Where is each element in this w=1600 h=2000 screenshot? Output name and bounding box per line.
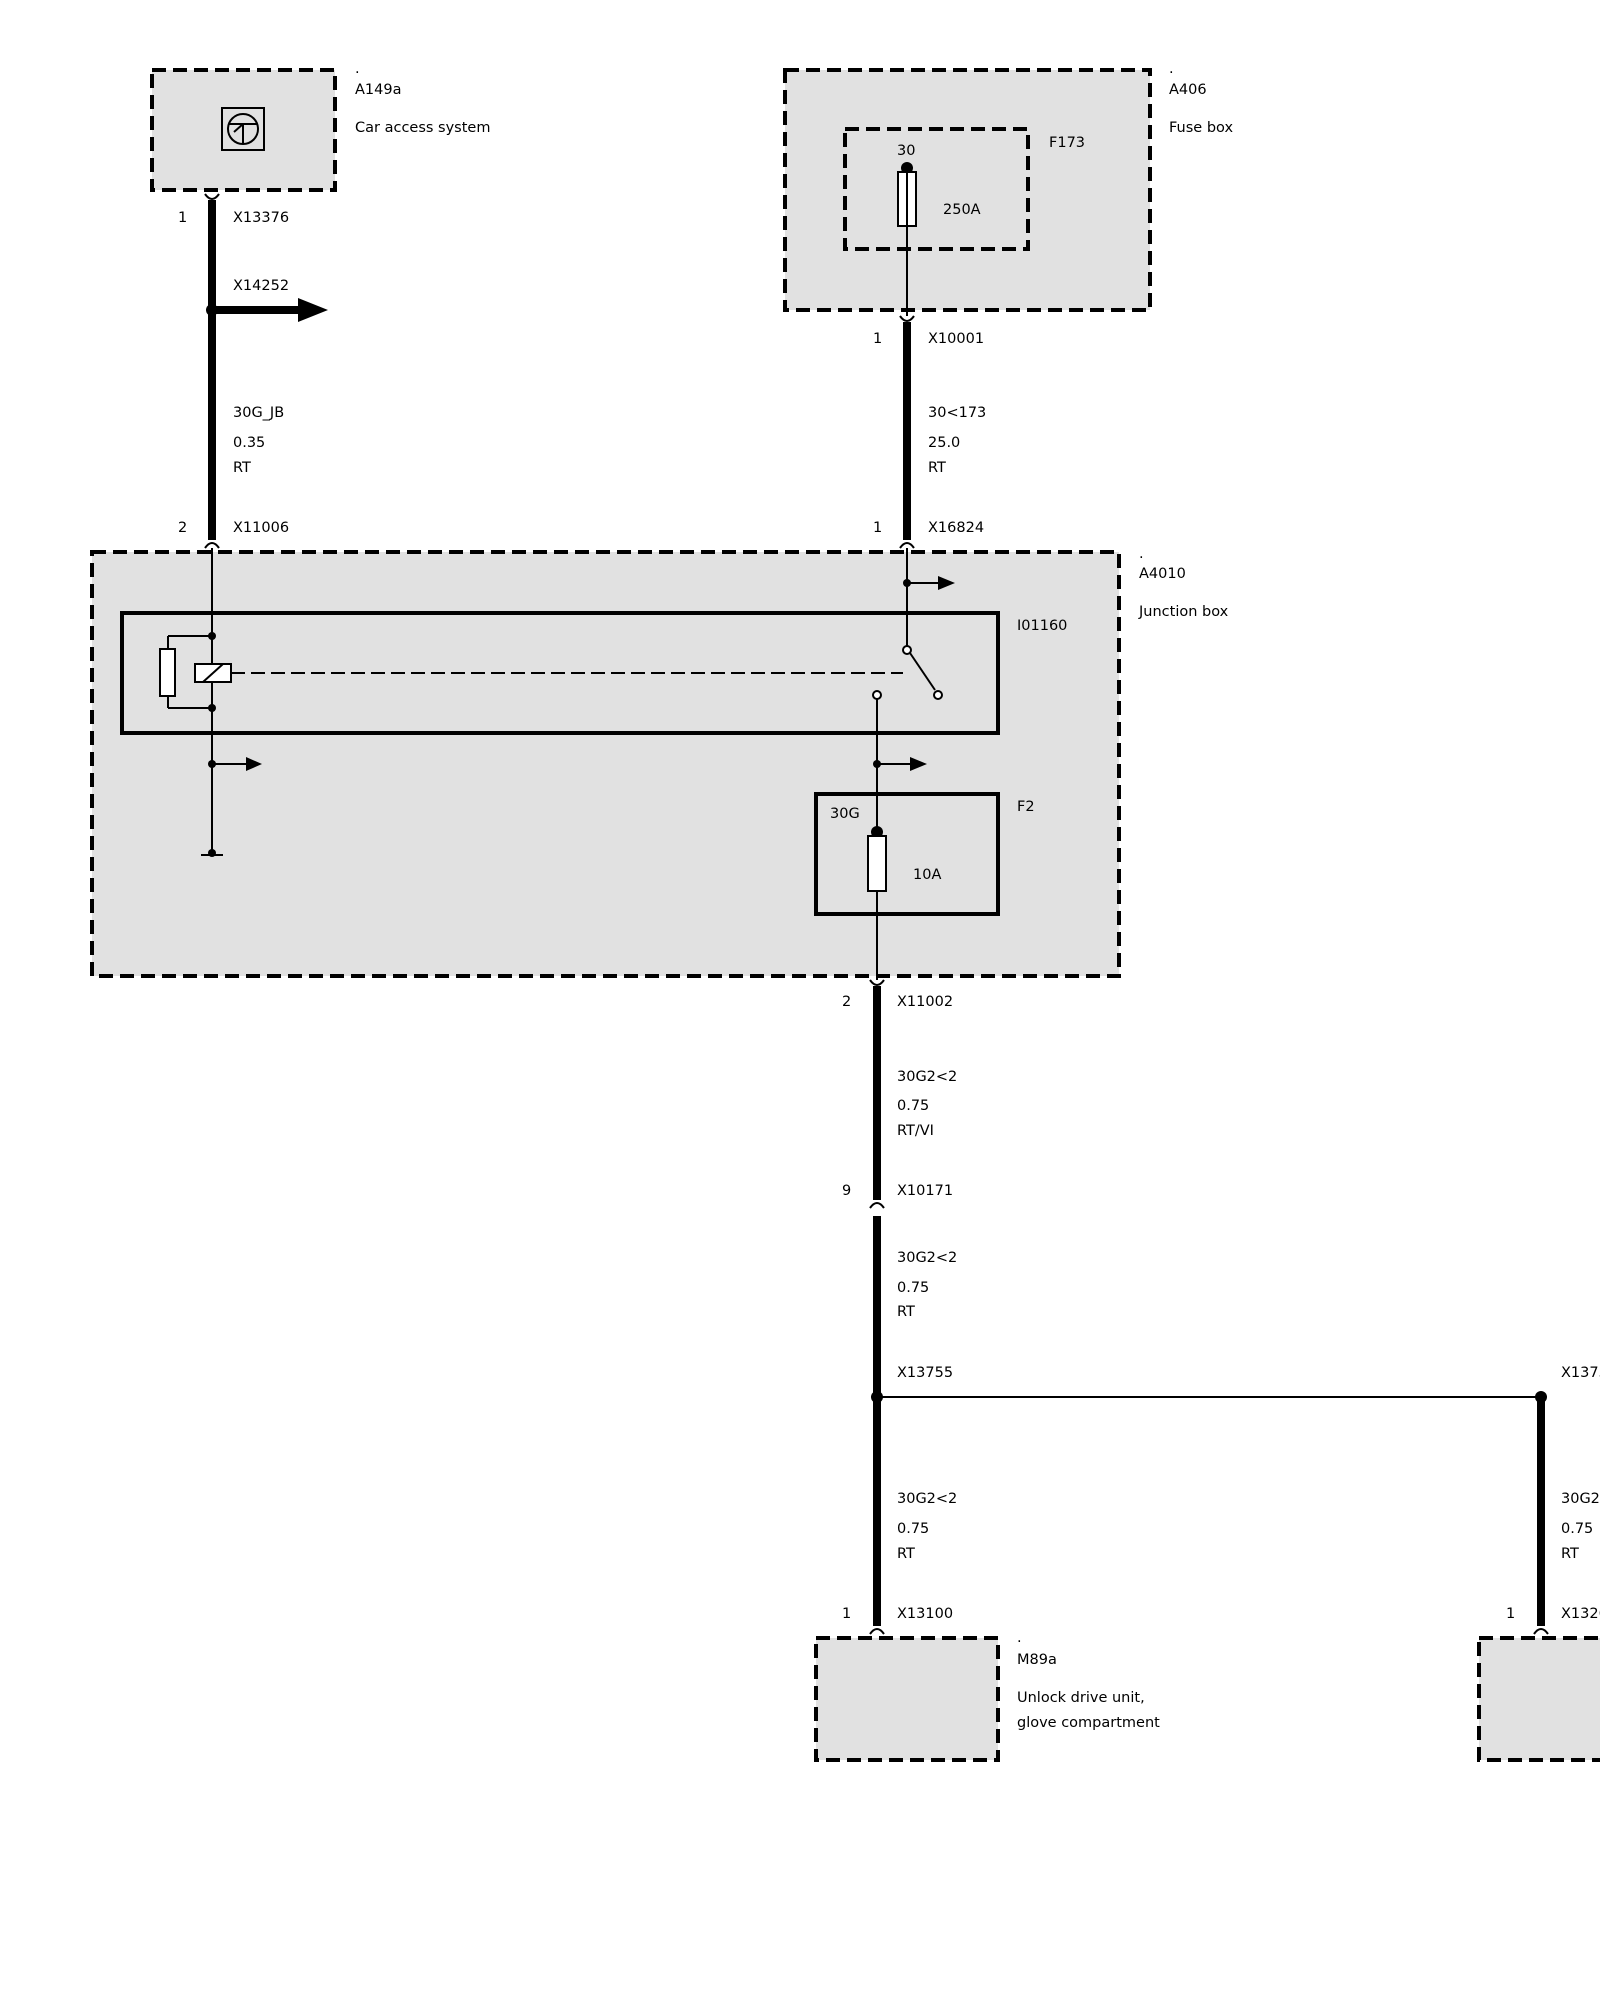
wire-30g-jb — [204, 193, 220, 549]
x14252-id: X14252 — [233, 278, 289, 294]
x13100-pin: 1 — [842, 1606, 851, 1622]
m89a-name-line1: Unlock drive unit, — [1017, 1690, 1145, 1706]
fuse-f2 — [867, 826, 887, 980]
f173-rating: 250A — [943, 202, 981, 218]
junction-box-internal-right — [867, 548, 955, 980]
module-right-partial — [1477, 1636, 1600, 1762]
x11006-pin: 2 — [178, 520, 187, 536]
w3-color: RT/VI — [897, 1123, 934, 1139]
w3-gauge: 0.75 — [897, 1098, 929, 1114]
f173-terminal: 30 — [897, 143, 915, 159]
x16824-id: X16824 — [928, 520, 984, 536]
a149a-code: A149a — [355, 82, 401, 98]
x10001-pin: 1 — [873, 331, 882, 347]
wire-30g2-rt-vi — [869, 979, 885, 1209]
junction-box-internal-left — [159, 548, 903, 857]
a4010-name: Junction box — [1138, 604, 1229, 620]
f2-code: F2 — [1017, 799, 1035, 815]
a406-dot: . — [1169, 61, 1174, 77]
relay-coil-icon — [194, 663, 232, 683]
x11002-id: X11002 — [897, 994, 953, 1010]
x1326-partial-pin: 1 — [1506, 1606, 1515, 1622]
w4-signal: 30G2<2 — [897, 1250, 957, 1266]
m89a-code: M89a — [1017, 1652, 1057, 1668]
wire-30-173 — [899, 315, 915, 549]
f2-terminal: 30G — [830, 806, 860, 822]
fuse-f2-box — [814, 792, 1000, 916]
fuse-f173-box — [843, 127, 1030, 251]
w6-partial-color: RT — [1561, 1546, 1579, 1562]
a4010-dot: . — [1139, 546, 1144, 562]
module-m89a — [814, 1636, 1000, 1762]
x10171-id: X10171 — [897, 1183, 953, 1199]
x10001-id: X10001 — [928, 331, 984, 347]
w5-color: RT — [897, 1546, 915, 1562]
x16824-pin: 1 — [873, 520, 882, 536]
module-a4010 — [90, 550, 1121, 978]
w4-color: RT — [897, 1304, 915, 1320]
x13376-pin: 1 — [178, 210, 187, 226]
x10171-pin: 9 — [842, 1183, 851, 1199]
w4-gauge: 0.75 — [897, 1280, 929, 1296]
car-access-system-icon — [221, 107, 265, 151]
a406-code: A406 — [1169, 82, 1207, 98]
splice-x13755 — [871, 1391, 1547, 1403]
w1-color: RT — [233, 460, 251, 476]
splice-x14252 — [206, 298, 328, 322]
fuse-f173 — [897, 162, 917, 316]
w6-partial-gauge: 0.75 — [1561, 1521, 1593, 1537]
module-a149a — [150, 68, 337, 192]
m89a-dot: . — [1017, 1630, 1022, 1646]
x1326-partial-id: X1326 — [1561, 1606, 1600, 1622]
x11002-pin: 2 — [842, 994, 851, 1010]
w2-gauge: 25.0 — [928, 435, 960, 451]
x13100-id: X13100 — [897, 1606, 953, 1622]
w6-partial-signal: 30G2 — [1561, 1491, 1600, 1507]
w5-gauge: 0.75 — [897, 1521, 929, 1537]
x11006-id: X11006 — [233, 520, 289, 536]
w1-signal: 30G_JB — [233, 405, 284, 421]
x13376-id: X13376 — [233, 210, 289, 226]
i01160-code: I01160 — [1017, 618, 1067, 634]
wire-30g2-rt-lower — [869, 1397, 885, 1635]
m89a-name-line2: glove compartment — [1017, 1715, 1160, 1731]
w2-signal: 30<173 — [928, 405, 986, 421]
x13755-id: X13755 — [897, 1365, 953, 1381]
a4010-code: A4010 — [1139, 566, 1186, 582]
a149a-name: Car access system — [355, 120, 490, 136]
a149a-dot: . — [355, 61, 360, 77]
a406-name: Fuse box — [1169, 120, 1233, 136]
w3-signal: 30G2<2 — [897, 1069, 957, 1085]
f2-rating: 10A — [913, 867, 941, 883]
resistor-symbol — [159, 648, 176, 697]
f173-code: F173 — [1049, 135, 1085, 151]
wire-30g2-right-partial — [1533, 1397, 1549, 1635]
w1-gauge: 0.35 — [233, 435, 265, 451]
w5-signal: 30G2<2 — [897, 1491, 957, 1507]
x1375-partial-id: X1375 — [1561, 1365, 1600, 1381]
module-a406 — [783, 68, 1152, 312]
w2-color: RT — [928, 460, 946, 476]
relay-i01160-box — [120, 611, 1000, 735]
